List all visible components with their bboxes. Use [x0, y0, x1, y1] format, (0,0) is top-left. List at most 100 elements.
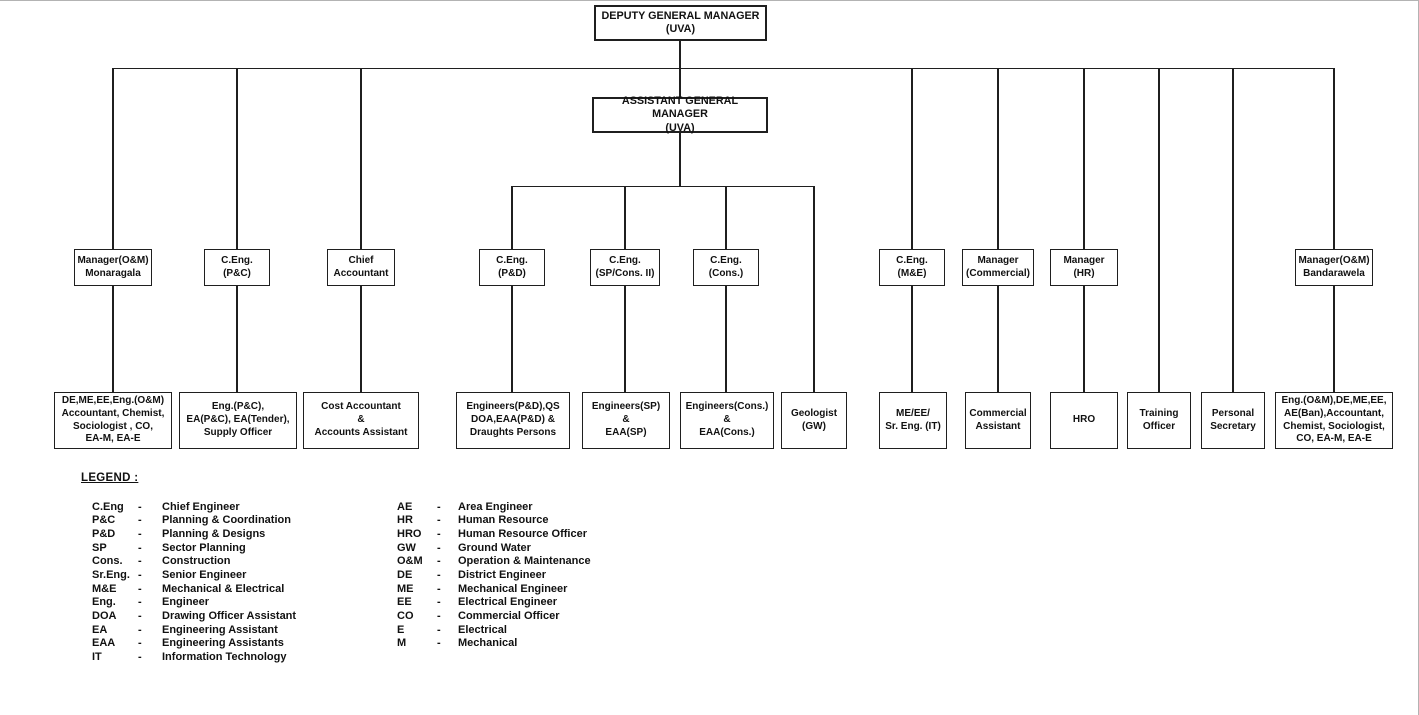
- legend-abbr: E: [397, 623, 405, 636]
- legend-desc: Drawing Officer Assistant: [162, 609, 297, 622]
- legend-title: LEGEND :: [81, 472, 139, 484]
- legend-dash: -: [138, 582, 142, 595]
- legend-row: DE - District Engineer: [397, 568, 591, 582]
- node-staff-om-bandarawela: Eng.(O&M),DE,ME,EE, AE(Ban),Accountant, …: [1275, 392, 1393, 449]
- node-geologist-gw: Geologist (GW): [781, 392, 847, 449]
- connector-line: [360, 286, 362, 392]
- legend-abbr: Cons.: [92, 555, 123, 568]
- legend-dash: -: [437, 541, 441, 554]
- legend-abbr: ME: [397, 582, 414, 595]
- connector-line: [1083, 286, 1085, 392]
- connector-line: [624, 186, 626, 249]
- connector-line: [112, 286, 114, 392]
- node-staff-accounts: Cost Accountant & Accounts Assistant: [303, 392, 419, 449]
- connector-line: [511, 286, 513, 392]
- connector-line: [679, 133, 681, 187]
- legend-row: Eng.-Engineer: [92, 595, 296, 609]
- legend-abbr: HRO: [397, 528, 422, 541]
- legend-dash: -: [437, 528, 441, 541]
- node-commercial-assistant: Commercial Assistant: [965, 392, 1031, 449]
- legend-row: P&C-Planning & Coordination: [92, 514, 296, 528]
- legend-row: HRO-Human Resource Officer: [397, 527, 591, 541]
- connector-line: [813, 186, 815, 392]
- legend-dash: -: [437, 582, 441, 595]
- legend-column-left: C.Eng-Chief Engineer P&C-Planning & Coor…: [92, 500, 296, 664]
- node-manager-hr: Manager (HR): [1050, 249, 1118, 286]
- legend-abbr: SP: [92, 541, 107, 554]
- legend-row: M&E - Mechanical & Electrical: [92, 582, 296, 596]
- legend-desc: Construction: [162, 555, 231, 568]
- legend-desc: Mechanical & Electrical: [162, 582, 285, 595]
- node-staff-pc: Eng.(P&C), EA(P&C), EA(Tender), Supply O…: [179, 392, 297, 449]
- node-staff-om-monaragala: DE,ME,EE,Eng.(O&M) Accountant, Chemist, …: [54, 392, 172, 449]
- legend-desc: District Engineer: [458, 569, 547, 582]
- legend-row: C.Eng-Chief Engineer: [92, 500, 296, 514]
- legend-abbr: M: [397, 637, 407, 650]
- node-hro: HRO: [1050, 392, 1118, 449]
- legend-dash: -: [138, 623, 142, 636]
- connector-line: [725, 286, 727, 392]
- node-chief-engineer-pc: C.Eng. (P&C): [204, 249, 270, 286]
- node-manager-commercial: Manager (Commercial): [962, 249, 1034, 286]
- node-manager-om-bandarawela: Manager(O&M) Bandarawela: [1295, 249, 1373, 286]
- legend-abbr: AE: [397, 500, 413, 513]
- legend-column-right: AE-Area Engineer HR-Human Resource HRO-H…: [397, 500, 591, 650]
- connector-line: [360, 68, 362, 249]
- connector-line: [112, 67, 1335, 69]
- connector-line: [236, 68, 238, 249]
- legend-abbr: EA: [92, 623, 108, 636]
- node-deputy-general-manager: DEPUTY GENERAL MANAGER (UVA): [594, 5, 767, 41]
- legend-desc: Operation & Maintenance: [458, 555, 591, 568]
- legend-row: SP-Sector Planning: [92, 541, 296, 555]
- node-chief-accountant: Chief Accountant: [327, 249, 395, 286]
- connector-line: [511, 186, 513, 249]
- legend-row: E-Electrical: [397, 623, 591, 637]
- legend-row: EAA-Engineering Assistants: [92, 636, 296, 650]
- legend-dash: -: [138, 650, 142, 663]
- legend-desc: Mechanical Engineer: [458, 582, 568, 595]
- legend-dash: -: [437, 609, 441, 622]
- legend-desc: Chief Engineer: [162, 500, 240, 513]
- legend-abbr: EE: [397, 596, 412, 609]
- connector-line: [112, 68, 114, 249]
- node-me-ee-sr-eng-it: ME/EE/ Sr. Eng. (IT): [879, 392, 947, 449]
- node-chief-engineer-pd: C.Eng. (P&D): [479, 249, 545, 286]
- legend-abbr: DE: [397, 569, 413, 582]
- legend-row: AE - Area Engineer: [397, 500, 591, 514]
- connector-line: [997, 68, 999, 249]
- legend-dash: -: [437, 637, 441, 650]
- legend-desc: Senior Engineer: [162, 569, 247, 582]
- legend-row: HR - Human Resource: [397, 514, 591, 528]
- legend-desc: Human Resource: [458, 514, 549, 527]
- node-assistant-general-manager: ASSISTANT GENERAL MANAGER (UVA): [592, 95, 768, 134]
- legend-abbr: HR: [397, 514, 413, 527]
- node-staff-sp: Engineers(SP) & EAA(SP): [582, 392, 670, 449]
- connector-line: [511, 185, 815, 187]
- legend-dash: -: [138, 514, 142, 527]
- legend-dash: -: [138, 637, 142, 650]
- legend-row: IT-Information Technology: [92, 650, 296, 664]
- legend-dash: -: [437, 500, 441, 513]
- legend-abbr: EAA: [92, 637, 116, 650]
- legend-dash: -: [138, 528, 142, 541]
- legend-desc: Planning & Designs: [162, 528, 266, 541]
- legend-desc: Area Engineer: [458, 500, 533, 513]
- connector-line: [236, 286, 238, 392]
- connector-line: [679, 41, 681, 97]
- connector-line: [725, 186, 727, 249]
- legend-abbr: C.Eng: [92, 500, 124, 513]
- connector-line: [1232, 68, 1234, 392]
- legend-row: DOA-Drawing Officer Assistant: [92, 609, 296, 623]
- legend-dash: -: [437, 569, 441, 582]
- legend-dash: -: [437, 623, 441, 636]
- legend-abbr: P&D: [92, 528, 116, 541]
- legend-abbr: GW: [397, 541, 416, 554]
- legend-dash: -: [437, 514, 441, 527]
- legend-row: M-Mechanical: [397, 636, 591, 650]
- node-staff-pd: Engineers(P&D),QS DOA,EAA(P&D) & Draught…: [456, 392, 570, 449]
- legend-abbr: M&E: [92, 582, 117, 595]
- connector-line: [1158, 68, 1160, 392]
- legend-desc: Information Technology: [162, 650, 287, 663]
- node-chief-engineer-cons: C.Eng. (Cons.): [693, 249, 759, 286]
